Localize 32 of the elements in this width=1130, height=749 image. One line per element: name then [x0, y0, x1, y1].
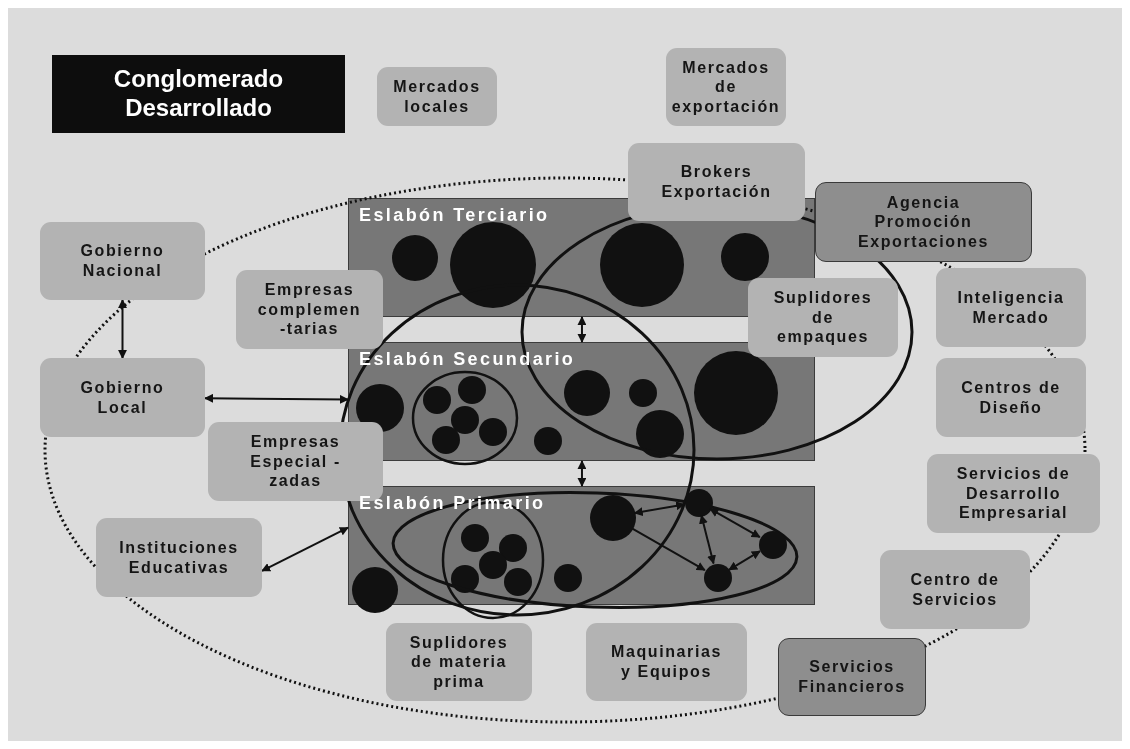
firm-circle: [759, 531, 787, 559]
arrow: [699, 514, 716, 565]
arrow: [118, 299, 127, 359]
actor-box: Servicios de Desarrollo Empresarial: [927, 454, 1100, 533]
arrow: [577, 460, 587, 487]
firm-circle: [704, 564, 732, 592]
actor-box: Maquinarias y Equipos: [586, 623, 747, 701]
arrow: [204, 393, 349, 404]
firm-circle: [685, 489, 713, 517]
actor-box: Servicios Financieros: [778, 638, 926, 716]
actor-box: Centro de Servicios: [880, 550, 1030, 629]
firm-circle: [590, 495, 636, 541]
arrow: [633, 501, 686, 517]
actor-box: Agencia Promoción Exportaciones: [815, 182, 1032, 262]
actor-box: Brokers Exportación: [628, 143, 805, 221]
arrow: [630, 527, 706, 572]
actor-box: Instituciones Educativas: [96, 518, 262, 597]
title: Conglomerado Desarrollado: [52, 55, 345, 133]
actor-box: Suplidores de empaques: [748, 278, 898, 357]
actor-box: Empresas complemen -tarias: [236, 270, 383, 349]
actor-box: Gobierno Local: [40, 358, 205, 437]
band-label: Eslabón Terciario: [359, 205, 550, 226]
arrow: [728, 550, 761, 571]
arrow: [577, 316, 587, 343]
actor-box: Inteligencia Mercado: [936, 268, 1086, 347]
actor-box: Centros de Diseño: [936, 358, 1086, 437]
actor-box: Mercados locales: [377, 67, 497, 126]
actor-box: Mercados de exportación: [666, 48, 786, 126]
arrow: [709, 507, 761, 539]
actor-box: Gobierno Nacional: [40, 222, 205, 300]
actor-box: Suplidores de materia prima: [386, 623, 532, 701]
arrow: [261, 526, 349, 572]
